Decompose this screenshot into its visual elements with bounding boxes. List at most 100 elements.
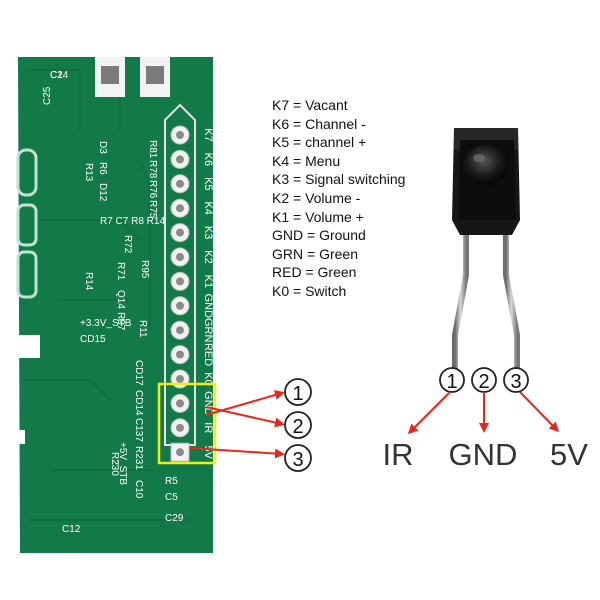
legend-item: RED = Green xyxy=(272,264,357,281)
arrow-1 xyxy=(205,390,285,416)
silkscreen-label: R76 xyxy=(147,180,158,199)
arrow-3 xyxy=(189,447,285,459)
header-pin-label: GND xyxy=(202,294,214,319)
silkscreen-label: CD14 xyxy=(133,390,144,416)
silkscreen-label: R75 xyxy=(147,200,158,219)
silkscreen-label: CD15 xyxy=(80,334,106,345)
silkscreen-label: R230 xyxy=(109,452,120,476)
arrow-2 xyxy=(205,406,285,428)
svg-text:1: 1 xyxy=(292,383,303,405)
legend-item: GND = Ground xyxy=(272,227,366,244)
silkscreen-label: C25 xyxy=(42,86,53,105)
header-pins xyxy=(170,125,190,462)
header-pin-label: K7 xyxy=(202,128,214,141)
silkscreen-labels: C1C25D3R6D12R13R14R81R78R76R75R72R71Q14R… xyxy=(42,70,184,535)
pin-hole xyxy=(176,253,184,261)
header-pin-label: GRN xyxy=(202,318,214,343)
pin-hole xyxy=(176,301,184,310)
silkscreen-label: R5 xyxy=(165,476,178,487)
sensor-marker-1: 1 xyxy=(439,367,465,393)
pin-hole xyxy=(176,131,184,139)
legend-item: K3 = Signal switching xyxy=(272,171,406,188)
silkscreen-label: +5V_STB xyxy=(117,442,128,485)
legend-item: K7 = Vacant xyxy=(272,97,348,113)
header-pin-label: RED xyxy=(202,343,214,366)
board-marker-3: 3 xyxy=(284,444,312,472)
silkscreen-label: R72 xyxy=(122,235,133,254)
pin-hole xyxy=(176,155,184,164)
silkscreen-label: Q14 xyxy=(115,290,126,309)
silkscreen-label: CD17 xyxy=(133,360,144,386)
silkscreen-label: R95 xyxy=(139,260,150,279)
board-marker-2: 2 xyxy=(284,411,312,439)
svg-text:2: 2 xyxy=(478,371,489,393)
pin-hole xyxy=(176,204,184,213)
highlight-box xyxy=(157,382,217,465)
silkscreen-label: C12 xyxy=(62,524,81,535)
header-pin-label: K2 xyxy=(202,250,214,263)
receiver-lens xyxy=(464,145,508,185)
silkscreen-label: D3 xyxy=(97,141,108,154)
sensor-label-gnd: GND xyxy=(449,437,518,472)
sensor-label-5v: 5V xyxy=(550,437,588,472)
silkscreen-label: R7 C7 R8 R14 xyxy=(100,216,165,227)
sensor-number-markers: 1 2 3 xyxy=(439,367,529,393)
header-pin-label: K5 xyxy=(202,177,214,190)
pin-hole xyxy=(176,399,184,408)
svg-text:3: 3 xyxy=(292,449,303,471)
header-pin-label: GND xyxy=(202,391,214,416)
pin-hole xyxy=(176,375,184,383)
svg-text:3: 3 xyxy=(510,371,521,393)
silkscreen-label: R71 xyxy=(115,262,126,281)
silkscreen-label: C137 xyxy=(133,418,144,442)
silkscreen-label: R11 xyxy=(137,320,148,338)
board-number-markers: 1 2 3 xyxy=(284,378,312,472)
pin-hole xyxy=(176,228,184,237)
sensor-label-ir: IR xyxy=(383,437,414,472)
sensor-arrow-ir xyxy=(407,391,451,435)
lead-5v xyxy=(503,232,520,378)
silkscreen-label: R231 xyxy=(133,446,144,470)
pin-hole xyxy=(176,326,184,335)
header-pin-label: K6 xyxy=(202,153,214,166)
silkscreen-label: R97 xyxy=(115,312,126,331)
sensor-marker-2: 2 xyxy=(471,367,497,393)
legend-item: K4 = Menu xyxy=(272,152,341,169)
silkscreen-label: R6 xyxy=(97,162,108,175)
pin-hole xyxy=(176,423,184,432)
legend-item: GRN = Green xyxy=(272,245,358,262)
legend-item: K5 = channel + xyxy=(272,134,367,151)
sensor-arrows xyxy=(407,391,560,435)
lead-ir xyxy=(452,232,469,378)
legend-item: K6 = Channel - xyxy=(272,115,366,132)
board-arrows xyxy=(189,390,285,459)
board-marker-1: 1 xyxy=(284,378,312,406)
silkscreen-label: C29 xyxy=(165,513,184,524)
header-pin-label: 5V xyxy=(202,445,214,459)
silkscreen-label: D12 xyxy=(97,183,108,202)
header-pin-label: K3 xyxy=(202,226,214,239)
header-pin-label: IR xyxy=(202,422,214,433)
silkscreen-label: C1 xyxy=(50,70,63,81)
silkscreen-label: C24 xyxy=(50,70,69,81)
pin-legend: K7 = Vacant K6 = Channel - K5 = channel … xyxy=(272,96,482,301)
svg-text:1: 1 xyxy=(446,371,457,393)
silkscreen-label: +3.3V_STB xyxy=(80,318,132,329)
pin-hole xyxy=(176,277,184,286)
silkscreen-label: C10 xyxy=(133,480,144,499)
legend-item: K1 = Volume + xyxy=(272,208,364,225)
legend-item: K2 = Volume - xyxy=(272,189,361,206)
header-pin-label: K1 xyxy=(202,275,214,288)
legend-item: K0 = Switch xyxy=(272,282,347,299)
silkscreen-label: R14 xyxy=(83,272,94,291)
silkscreen-label: R13 xyxy=(83,163,94,182)
sensor-marker-3: 3 xyxy=(503,367,529,393)
header-pin-label: K0 xyxy=(202,372,214,385)
pcb-board xyxy=(0,57,213,553)
silkscreen-label: R81 xyxy=(147,140,158,159)
svg-text:2: 2 xyxy=(292,416,303,438)
pin-hole xyxy=(176,179,184,188)
header-pin-label: K4 xyxy=(202,201,214,214)
